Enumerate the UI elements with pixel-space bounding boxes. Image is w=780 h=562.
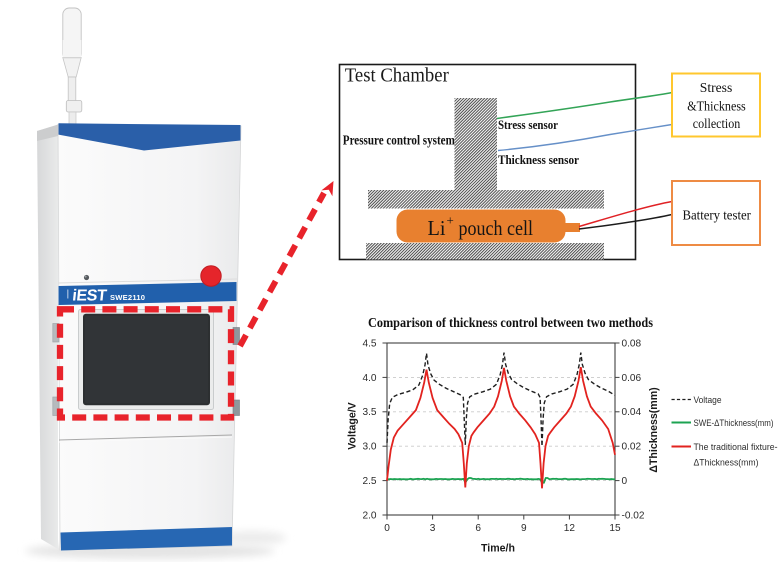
svg-text:Battery tester: Battery tester	[682, 209, 751, 224]
svg-text:2.0: 2.0	[362, 510, 376, 521]
svg-text:Pressure control system: Pressure control system	[343, 134, 455, 149]
svg-text:4.0: 4.0	[362, 373, 376, 384]
svg-text:2.5: 2.5	[362, 476, 376, 487]
svg-text:&Thickness: &Thickness	[687, 100, 746, 115]
svg-text:0.06: 0.06	[622, 373, 642, 384]
svg-text:0.04: 0.04	[622, 407, 642, 418]
svg-text:3.5: 3.5	[362, 407, 376, 418]
svg-text:0.08: 0.08	[622, 338, 642, 349]
svg-text:Test Chamber: Test Chamber	[345, 65, 449, 87]
svg-text:Voltage/V: Voltage/V	[347, 402, 359, 450]
svg-text:0.02: 0.02	[622, 442, 642, 453]
svg-text:Li: Li	[428, 216, 446, 240]
svg-text:ΔThickness(mm): ΔThickness(mm)	[648, 387, 660, 472]
svg-text:3: 3	[430, 523, 436, 534]
svg-text:Stress: Stress	[700, 81, 733, 96]
svg-text:SWE-ΔThickness(mm): SWE-ΔThickness(mm)	[694, 417, 774, 428]
svg-text:Thickness sensor: Thickness sensor	[498, 153, 579, 167]
svg-text:+: +	[447, 213, 454, 228]
svg-text:-0.02: -0.02	[622, 510, 645, 521]
svg-text:iEST: iEST	[72, 287, 108, 305]
svg-text:9: 9	[521, 523, 527, 534]
svg-text:Time/h: Time/h	[481, 543, 515, 555]
svg-text:pouch cell: pouch cell	[459, 216, 534, 240]
svg-text:Comparison of thickness contro: Comparison of thickness control between …	[368, 316, 653, 331]
svg-text:Stress sensor: Stress sensor	[498, 118, 558, 132]
svg-text:15: 15	[609, 523, 621, 534]
svg-text:0: 0	[384, 523, 390, 534]
svg-text:SWE2110: SWE2110	[110, 293, 145, 302]
svg-text:6: 6	[475, 523, 481, 534]
svg-text:12: 12	[564, 523, 576, 534]
svg-text:The traditional fixture-: The traditional fixture-	[694, 441, 778, 452]
svg-text:4.5: 4.5	[362, 338, 376, 349]
svg-text:ΔThickness(mm): ΔThickness(mm)	[694, 457, 759, 468]
svg-text:Voltage: Voltage	[694, 394, 722, 405]
svg-text:3.0: 3.0	[362, 442, 376, 453]
svg-text:collection: collection	[693, 117, 741, 132]
svg-text:0: 0	[622, 476, 628, 487]
